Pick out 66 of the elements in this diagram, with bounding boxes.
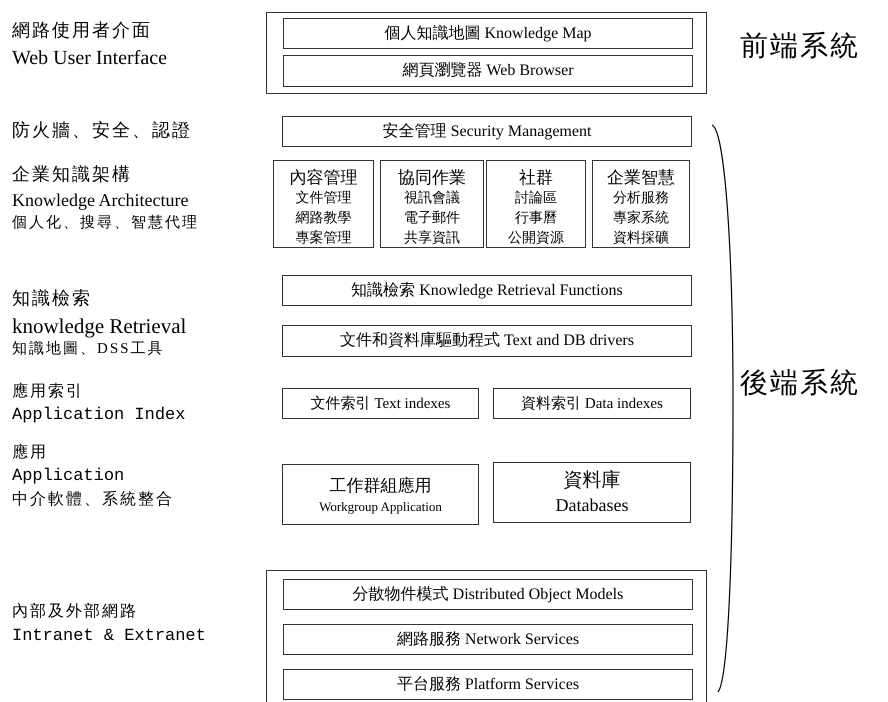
section-title: 後端系統 [740,367,860,401]
box-label: 網頁瀏覽器 Web Browser [402,61,574,81]
layer-box [282,388,479,419]
layer-box [283,18,693,49]
layer-box [283,579,693,610]
layer-label: Application Index [12,406,186,426]
layer-label: 應用索引 [12,383,84,402]
list-text: 協同作業 [398,167,466,189]
group-frame [266,12,707,94]
layer-label: 內部及外部網路 [12,603,138,622]
layer-label: Knowledge Architecture [12,190,188,212]
box-label: 文件索引 Text indexes [310,394,450,414]
box-label: 安全管理 Security Management [382,122,592,142]
layer-label: 應用 [12,444,48,464]
list-text: 行事曆 [515,210,557,228]
layer-label: 知識檢索 [12,288,92,310]
list-text: 網路教學 [296,210,352,228]
list-text: 視訊會議 [404,189,460,208]
layer-box [380,160,484,248]
layer-label: 個人化、搜尋、智慧代理 [12,214,199,232]
box-label: Workgroup Application [319,498,442,516]
group-frame [266,570,707,702]
box-label: 個人知識地圖 Knowledge Map [384,24,592,44]
layer-box [282,325,692,357]
list-text: 電子郵件 [404,210,460,228]
layer-label: 知識地圖、DSS工具 [12,340,165,358]
list-text: 專家系統 [613,209,669,228]
list-text: 文件管理 [296,189,352,208]
layer-box [273,160,374,248]
list-text: 內容管理 [290,167,358,189]
box-label: 分散物件模式 Distributed Object Models [352,584,624,604]
list-text: 討論區 [515,190,557,208]
box-label: 工作群組應用 [330,474,432,496]
layer-label: Intranet & Extranet [12,627,206,648]
layer-label: 網路使用者介面 [12,20,152,42]
box-label: 平台服務 Platform Services [396,674,580,694]
layer-box [493,462,691,523]
layer-label: knowledge Retrieval [12,314,186,340]
list-text: 社群 [519,167,553,189]
list-text: 企業智慧 [607,167,675,189]
box-label: Databases [556,494,628,516]
layer-label: 企業知識架構 [12,164,132,186]
list-text: 專案管理 [296,229,352,248]
layer-box [283,624,693,655]
box-label: 資料庫 [564,468,620,492]
list-text: 資料採礦 [613,229,669,248]
layer-label: Application [12,467,124,488]
box-label: 文件和資料庫驅動程式 Text and DB drivers [340,331,634,351]
layer-box [486,160,586,248]
list-text: 公開資源 [508,230,564,248]
layer-label: Web User Interface [12,46,167,70]
box-label: 知識檢索 Knowledge Retrieval Functions [351,280,623,300]
list-text: 共享資訊 [404,229,460,248]
box-label: 資料索引 Data indexes [521,394,663,414]
layer-box [493,388,691,419]
layer-box [283,55,693,87]
layer-box [282,275,692,306]
box-label: 網路服務 Network Services [396,630,580,650]
layer-label: 中介軟體、系統整合 [12,491,174,510]
layer-box [592,160,690,248]
layer-box [282,116,692,147]
layer-box [283,669,693,700]
list-text: 分析服務 [613,190,669,208]
section-title: 前端系統 [740,30,860,64]
layer-label: 防火牆、安全、認證 [12,120,192,142]
layer-box [282,464,479,525]
